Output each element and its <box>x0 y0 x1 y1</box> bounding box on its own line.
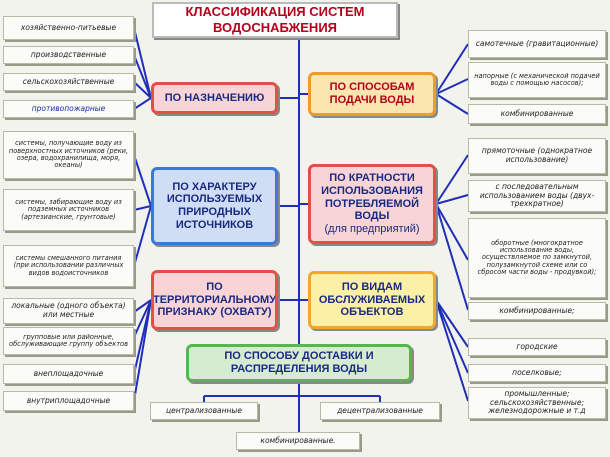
leaf-delivery-1: централизованные <box>150 402 258 420</box>
leaf-supply-1: самотечные (гравитационные) <box>468 30 606 58</box>
category-supply-method: ПО СПОСОБАМ ПОДАЧИ ВОДЫ <box>308 72 436 116</box>
category-reuse-rate: ПО КРАТНОСТИ ИСПОЛЬЗОВАНИЯ ПОТРЕБЛЯЕМОЙ … <box>308 164 436 244</box>
category-territory: ПО ТЕРРИТОРИАЛЬНОМУ ПРИЗНАКУ (ОХВАТУ) <box>151 270 278 330</box>
leaf-territory-1: локальные (одного объекта) или местные <box>3 298 134 324</box>
leaf-reuse-2: с последовательным использованием воды (… <box>468 180 606 212</box>
category-served-objects: ПО ВИДАМ ОБСЛУЖИВАЕМЫХ ОБЪЕКТОВ <box>308 271 436 329</box>
diagram-title: КЛАССИФИКАЦИЯ СИСТЕМ ВОДОСНАБЖЕНИЯ <box>152 2 398 38</box>
leaf-source-1: системы, получающие воду из поверхностны… <box>3 131 134 179</box>
category-reuse-rate-label: ПО КРАТНОСТИ ИСПОЛЬЗОВАНИЯ ПОТРЕБЛЯЕМОЙ … <box>321 172 423 223</box>
leaf-territory-2: групповые или районные, обслуживающие гр… <box>3 327 134 355</box>
leaf-territory-4: внутриплощадочные <box>3 391 134 411</box>
category-purpose-label: ПО НАЗНАЧЕНИЮ <box>164 91 265 104</box>
category-served-objects-label: ПО ВИДАМ ОБСЛУЖИВАЕМЫХ ОБЪЕКТОВ <box>318 281 426 319</box>
leaf-purpose-4: противопожарные <box>3 100 134 118</box>
leaf-object-2: поселковые; <box>468 364 606 382</box>
leaf-purpose-3: сельскохозяйственные <box>3 73 134 91</box>
leaf-purpose-2: производственные <box>3 46 134 64</box>
leaf-reuse-1: прямоточные (однократное использование) <box>468 138 606 174</box>
leaf-reuse-4: комбинированные; <box>468 302 606 320</box>
leaf-source-3: системы смешанного питания (при использо… <box>3 245 134 287</box>
leaf-object-3: промышленные; сельскохозяйственные; желе… <box>468 387 606 419</box>
category-purpose: ПО НАЗНАЧЕНИЮ <box>151 82 278 114</box>
leaf-purpose-1: хозяйственно-питьевые <box>3 16 134 40</box>
category-delivery-label: ПО СПОСОБУ ДОСТАВКИ И РАСПРЕДЕЛЕНИЯ ВОДЫ <box>224 350 374 375</box>
leaf-supply-3: комбинированные <box>468 104 606 124</box>
category-source-type-label: ПО ХАРАКТЕРУ ИСПОЛЬЗУЕМЫХ ПРИРОДНЫХ ИСТО… <box>166 180 263 231</box>
leaf-reuse-3: оборотные (многократное использование во… <box>468 218 606 298</box>
category-source-type: ПО ХАРАКТЕРУ ИСПОЛЬЗУЕМЫХ ПРИРОДНЫХ ИСТО… <box>151 167 278 245</box>
category-delivery: ПО СПОСОБУ ДОСТАВКИ И РАСПРЕДЕЛЕНИЯ ВОДЫ <box>186 344 412 382</box>
leaf-object-1: городские <box>468 338 606 356</box>
leaf-source-2: системы, забирающие воду из подземных ис… <box>3 189 134 231</box>
category-supply-method-label: ПО СПОСОБАМ ПОДАЧИ ВОДЫ <box>329 81 415 106</box>
title-text: КЛАССИФИКАЦИЯ СИСТЕМ ВОДОСНАБЖЕНИЯ <box>185 4 365 35</box>
leaf-territory-3: внеплощадочные <box>3 364 134 384</box>
leaf-delivery-3: комбинированные. <box>236 432 360 450</box>
leaf-delivery-2: децентрализованные <box>320 402 440 420</box>
leaf-supply-2: напорные (с механической подачей воды с … <box>468 62 606 98</box>
category-reuse-rate-note: (для предприятий) <box>324 222 420 235</box>
category-territory-label: ПО ТЕРРИТОРИАЛЬНОМУ ПРИЗНАКУ (ОХВАТУ) <box>152 281 277 319</box>
